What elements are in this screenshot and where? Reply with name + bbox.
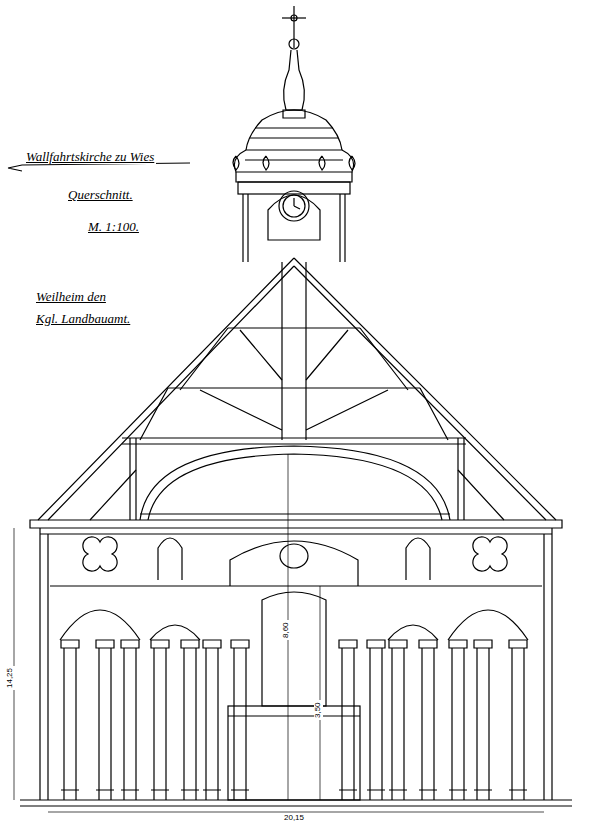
column: [419, 640, 437, 800]
cross: [282, 6, 306, 49]
walls: [20, 528, 572, 806]
quatrefoil-window: [83, 537, 117, 571]
roof-truss: [38, 258, 556, 520]
column: [181, 640, 199, 800]
tower-dome: [233, 50, 355, 182]
column: [367, 640, 385, 800]
gallery-window: [158, 538, 430, 580]
handwritten-note: Kgl. Landbauamt.: [34, 312, 132, 326]
dimension-label: 8,60: [282, 620, 291, 640]
columns: [61, 640, 527, 800]
arcade-arch: [60, 610, 528, 640]
column: [96, 640, 114, 800]
cornice: [30, 514, 562, 534]
column: [151, 640, 169, 800]
quatrefoil-window: [473, 537, 507, 571]
column: [509, 640, 527, 800]
dimension-label: 20,15: [282, 814, 306, 823]
column: [61, 640, 79, 800]
handwritten-note: M. 1:100.: [86, 220, 141, 234]
dimension-lines: [14, 454, 544, 812]
column: [389, 640, 407, 800]
column: [339, 640, 357, 800]
column: [449, 640, 467, 800]
column: [121, 640, 139, 800]
column: [203, 640, 221, 800]
handwritten-note: Weilheim den: [34, 290, 108, 304]
handwritten-note: Wallfahrtskirche zu Wies: [24, 150, 156, 164]
column: [474, 640, 492, 800]
dimension-label: 14,25: [6, 666, 15, 690]
column: [231, 640, 249, 800]
vault: [148, 454, 442, 520]
dimension-label: 3,50: [314, 700, 323, 720]
tower: [238, 182, 350, 262]
vault: [140, 446, 450, 520]
handwritten-note: Querschnitt.: [66, 188, 135, 202]
altar: [228, 541, 360, 800]
